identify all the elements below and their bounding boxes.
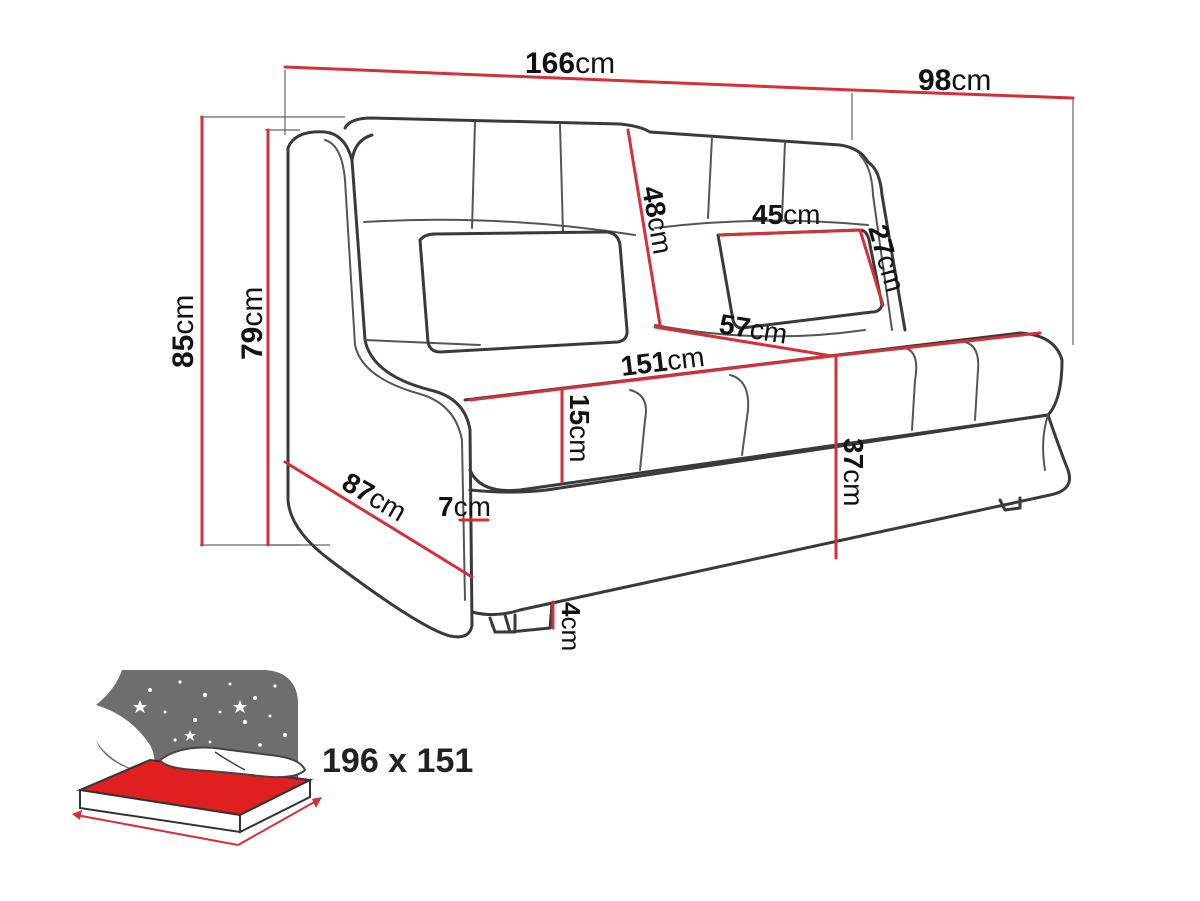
bed-dimension-arrow — [72, 797, 322, 846]
back-cushions — [343, 116, 870, 236]
dim-line-backrest-height — [626, 128, 662, 327]
front-base — [468, 413, 1071, 634]
sofa-drawing — [200, 70, 1074, 639]
dim-line-overall-depth — [850, 88, 1075, 100]
bed-size-label: 196 x 151 — [322, 742, 473, 780]
label-leg-height: 4cm — [556, 602, 586, 651]
left-arm — [286, 130, 474, 639]
label-overall-depth: 98cm — [918, 64, 991, 97]
dim-line-seat-width — [468, 354, 834, 402]
label-seat-depth: 57cm — [717, 308, 789, 349]
bed-icon — [72, 670, 322, 846]
label-pillow-width: 45cm — [752, 199, 820, 230]
label-backrest-height: 48cm — [636, 184, 678, 257]
dim-line-overall-width — [283, 65, 854, 92]
label-overall-width: 166cm — [525, 47, 615, 80]
seat-cushions — [463, 324, 1064, 493]
dim-line-pillow-height — [858, 228, 885, 307]
dim-line-arm-depth — [283, 460, 474, 579]
guide-lines — [200, 70, 1074, 546]
dim-line-seat-depth — [653, 325, 834, 358]
label-side-height: 79cm — [236, 287, 269, 360]
dimension-lines — [200, 65, 1075, 630]
back-pillows — [418, 228, 884, 354]
label-overall-height: 85cm — [167, 295, 200, 368]
dim-line-seat-depth-front — [830, 331, 1042, 358]
label-seat-height: 37cm — [838, 438, 869, 506]
star-icons — [133, 680, 287, 747]
dim-line-pillow-width — [718, 228, 862, 237]
backrest — [350, 133, 907, 346]
dimension-labels: 166cm 98cm 85cm 79cm 48cm 45cm 27cm 57cm… — [167, 47, 991, 651]
label-seat-thickness: 15cm — [564, 394, 595, 462]
label-arm-width: 7cm — [438, 491, 491, 522]
label-seat-width: 151cm — [619, 341, 706, 382]
